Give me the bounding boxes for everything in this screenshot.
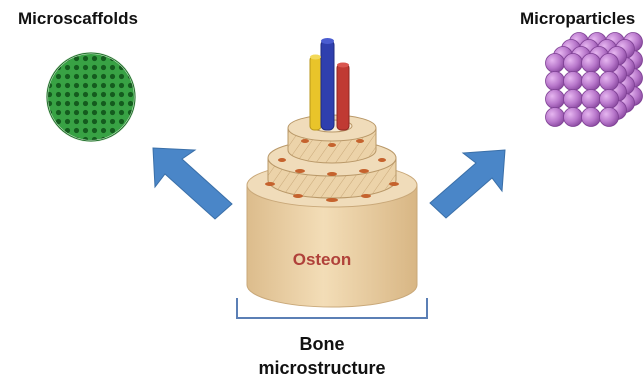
particle-sphere	[564, 90, 583, 109]
bone-microstructure-label: Bone microstructure	[0, 332, 644, 380]
particle-sphere	[582, 90, 601, 109]
microscaffolds-label: Microscaffolds	[18, 9, 138, 29]
particle-sphere	[600, 72, 619, 91]
left-arrow-icon	[153, 148, 232, 219]
microparticles-icon	[546, 33, 643, 127]
particle-sphere	[546, 72, 565, 91]
particle-sphere	[582, 108, 601, 127]
particle-sphere	[600, 54, 619, 73]
particle-sphere	[564, 108, 583, 127]
bone-label-line2: microstructure	[0, 356, 644, 380]
particle-sphere	[564, 72, 583, 91]
particle-sphere	[546, 54, 565, 73]
particle-sphere	[600, 108, 619, 127]
particle-sphere	[546, 108, 565, 127]
particle-sphere	[582, 72, 601, 91]
microparticles-label: Microparticles	[520, 9, 635, 29]
particle-sphere	[564, 54, 583, 73]
particle-sphere	[600, 90, 619, 109]
particle-sphere	[546, 90, 565, 109]
right-arrow-icon	[430, 150, 505, 218]
microscaffold-icon	[47, 53, 135, 141]
osteon-label: Osteon	[0, 250, 644, 270]
particle-sphere	[582, 54, 601, 73]
bone-label-line1: Bone	[0, 332, 644, 356]
